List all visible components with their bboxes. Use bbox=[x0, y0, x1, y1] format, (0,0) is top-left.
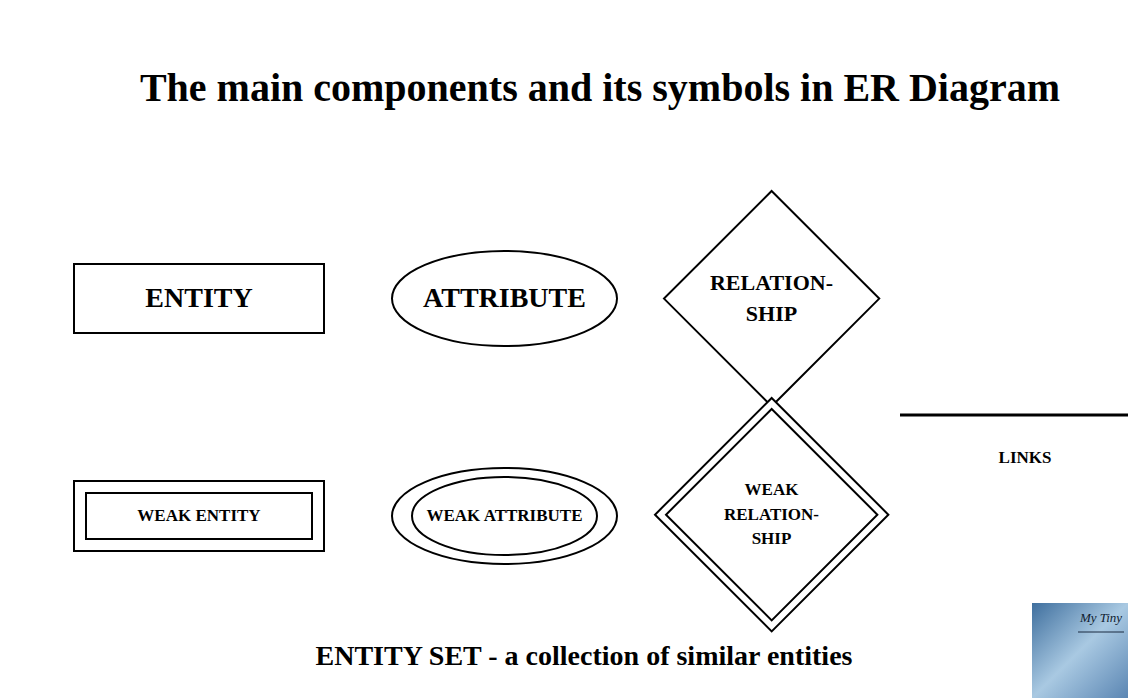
caption: ENTITY SET - a collection of similar ent… bbox=[316, 640, 853, 672]
logo-text: My Tiny bbox=[1080, 610, 1122, 626]
symbol-name: RELATION- SHIP bbox=[699, 267, 844, 331]
page-title: The main components and its symbols in E… bbox=[140, 64, 1060, 111]
link-symbol bbox=[900, 414, 1128, 417]
entity-box: WEAK ENTITY bbox=[73, 480, 325, 552]
symbol-name: WEAK ENTITY bbox=[137, 504, 260, 529]
attribute-ellipse: ATTRIBUTE bbox=[391, 250, 618, 347]
entity-box: ENTITY bbox=[73, 263, 325, 334]
relationship-diamond: RELATION- SHIP bbox=[662, 189, 881, 408]
attribute-ellipse: WEAK ATTRIBUTE bbox=[391, 467, 618, 565]
relationship-diamond: WEAK RELATION- SHIP bbox=[653, 396, 890, 633]
symbol-outline bbox=[662, 189, 881, 408]
logo-underline bbox=[1078, 632, 1124, 633]
symbol-name: ATTRIBUTE bbox=[423, 278, 586, 319]
link-label: LINKS bbox=[999, 448, 1052, 468]
symbol-name: WEAK RELATION- SHIP bbox=[714, 478, 829, 552]
logo-watermark bbox=[1032, 603, 1128, 698]
symbol-name: ENTITY bbox=[145, 278, 252, 319]
symbol-name: WEAK ATTRIBUTE bbox=[426, 504, 582, 529]
